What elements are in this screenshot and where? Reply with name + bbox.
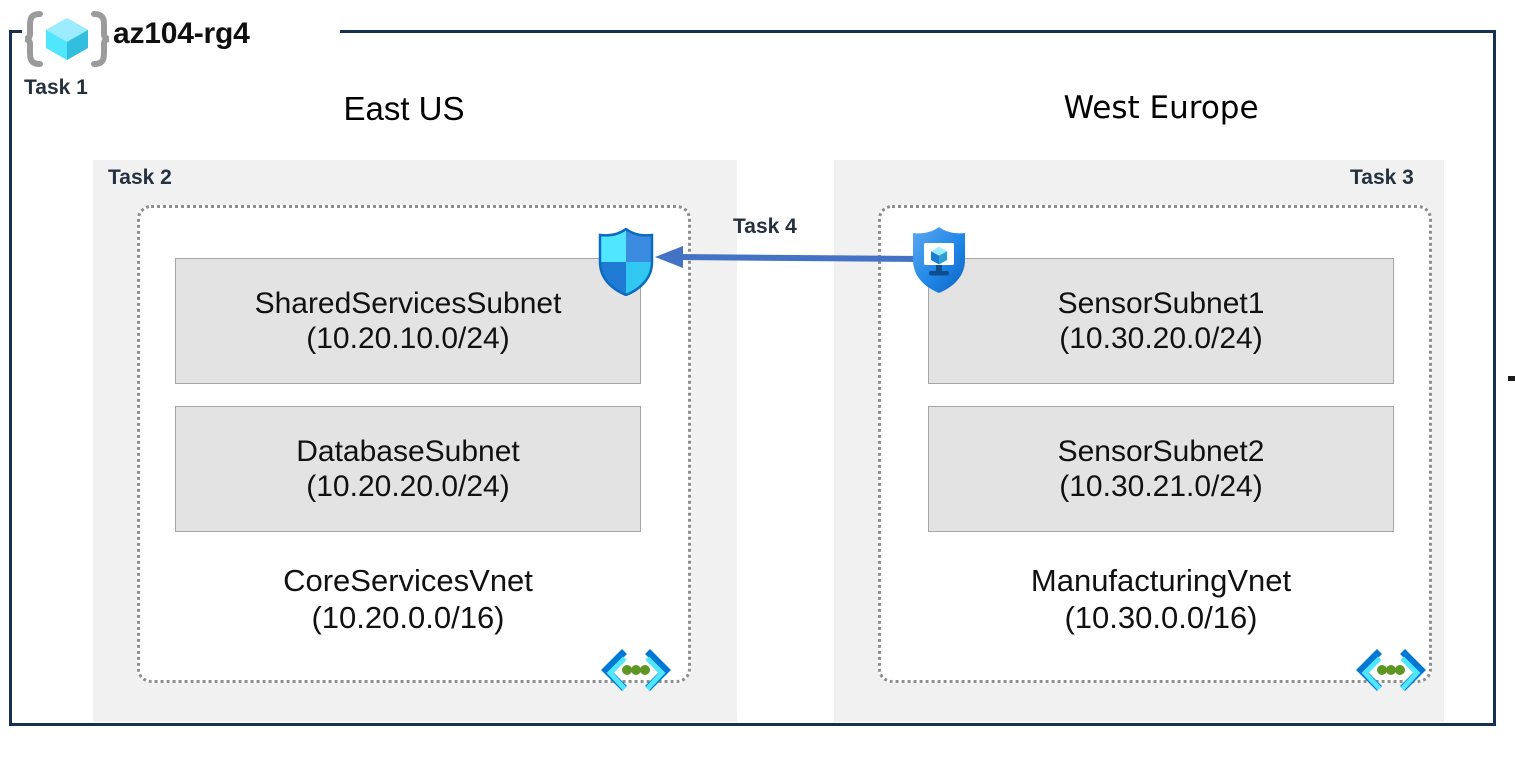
subnet-database: DatabaseSubnet (10.20.20.0/24) [175,406,641,532]
task-2-label: Task 2 [108,166,172,189]
task-4-label: Task 4 [733,215,797,238]
subnet-cidr: (10.30.20.0/24) [1059,322,1263,355]
subnet-name: SensorSubnet1 [1057,286,1265,320]
vnet-peering-arrow [655,243,924,271]
defender-vm-shield-icon [909,226,969,294]
edge-tick-mark [1508,376,1515,381]
region-title-west-europe: West Europe [1063,90,1259,126]
subnet-name: SensorSubnet2 [1057,434,1265,468]
vnet-name: ManufacturingVnet [1030,563,1292,598]
vnet-cidr: (10.30.0.0/16) [1064,599,1258,635]
resource-group-cube-icon [24,10,110,68]
subnet-name: SharedServicesSubnet [254,286,562,320]
network-security-group-shield-icon [596,227,656,297]
resource-group-frame [9,30,1496,726]
resource-group-name: az104-rg4 [113,17,250,50]
vnet-caption-coreservices: CoreServicesVnet (10.20.0.0/16) [175,563,641,636]
task-1-label: Task 1 [24,76,88,99]
subnet-sharedservices: SharedServicesSubnet (10.20.10.0/24) [175,258,641,384]
subnet-sensor2: SensorSubnet2 (10.30.21.0/24) [928,406,1394,532]
virtual-network-icon [1355,648,1427,692]
vnet-caption-manufacturing: ManufacturingVnet (10.30.0.0/16) [928,563,1394,636]
vnet-name: CoreServicesVnet [283,563,533,598]
region-title-east-us: East US [343,90,465,127]
subnet-cidr: (10.30.21.0/24) [1059,470,1263,503]
vnet-cidr: (10.20.0.0/16) [311,599,505,635]
task-3-label: Task 3 [1350,166,1414,189]
subnet-name: DatabaseSubnet [296,434,520,468]
subnet-cidr: (10.20.20.0/24) [306,470,510,503]
virtual-network-icon [600,648,672,692]
subnet-sensor1: SensorSubnet1 (10.30.20.0/24) [928,258,1394,384]
subnet-cidr: (10.20.10.0/24) [306,322,510,355]
